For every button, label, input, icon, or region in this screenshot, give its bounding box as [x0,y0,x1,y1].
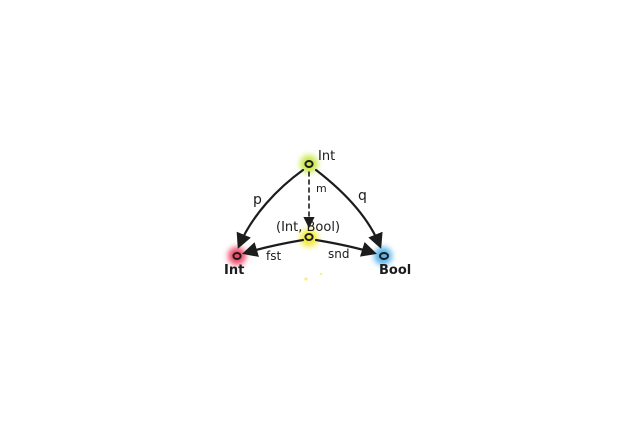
left-node-label: Int [224,263,244,278]
edge-p [236,168,305,249]
left-node-halo [228,247,246,265]
left-node [232,252,242,260]
product-node-label: (Int, Bool) [276,220,340,235]
speck [304,277,308,281]
top-node [304,160,314,168]
top-node-label: Int [318,149,335,164]
edge-snd [314,238,377,257]
product-node-halo [300,229,318,247]
right-node [379,252,389,260]
edge-q-label: q [358,188,367,204]
edge-p-label: p [253,192,262,208]
right-node-halo [374,247,392,265]
edge-q [314,168,383,249]
edge-m-label: m [316,182,327,195]
edge-snd-label: snd [328,247,349,261]
edge-fst-label: fst [266,249,281,263]
speck [319,272,323,276]
edge-fst [242,238,305,257]
right-node-label: Bool [379,263,411,278]
product-node [304,233,314,241]
top-node-halo [300,155,318,173]
